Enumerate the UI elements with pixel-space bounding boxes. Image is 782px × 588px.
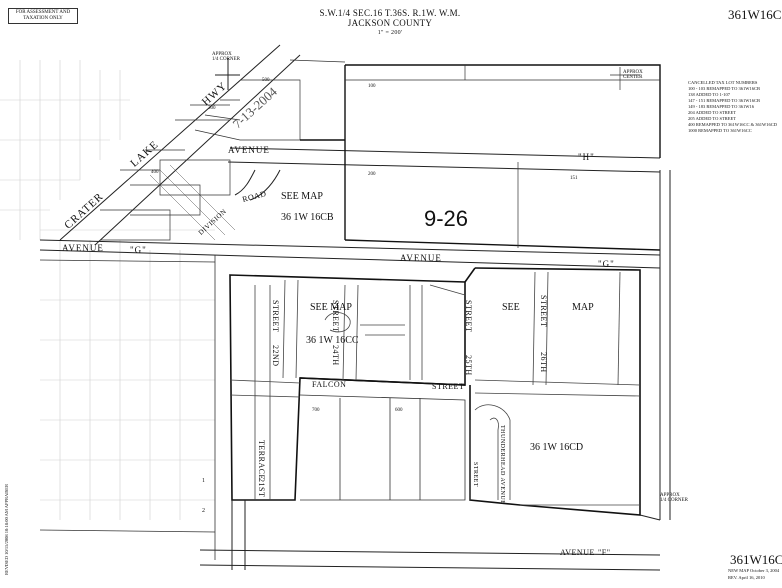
section-line: S.W.1/4 SEC.16 T.36S. R.1W. W.M. [319, 8, 461, 18]
parcel-100: 100 [368, 84, 376, 89]
label-falcon: FALCON [312, 380, 347, 389]
see-map-label-1: SEE MAP [281, 191, 323, 202]
legend-line: 147 - 151 REMAPPED TO 361W16CB [688, 98, 760, 103]
label-street-falcon: STREET [432, 382, 465, 391]
new-map-date: NEW MAP October 3, 2004 [728, 568, 780, 573]
revision-note-vertical: REVISED 10/15/2008 10:18:00 AM APPRAISER [4, 483, 9, 575]
big-map-number: 9-26 [424, 206, 469, 231]
assessment-disclaimer: FOR ASSESSMENT AND TAXATION ONLY [8, 8, 78, 24]
label-h: "H" [578, 152, 595, 162]
label-thunderhead: THUNDERHEAD AVENUE [499, 425, 505, 505]
label-26th-street: STREET [539, 295, 548, 328]
label-25th: 25TH [464, 355, 473, 376]
label-26th: 26TH [539, 352, 548, 373]
parcel-700: 700 [312, 408, 320, 413]
label-terrace: TERRACE [257, 440, 266, 480]
label-g-mid: "G" [598, 259, 615, 269]
label-avenue-g-left: AVENUE [62, 243, 104, 253]
corner-label: 1/4 CORNER [212, 57, 240, 62]
legend-line: 204 ADDED TO STREET [688, 110, 736, 115]
label-avenue-g-mid: AVENUE [400, 253, 442, 263]
label-25th-street-south: STREET [472, 462, 478, 487]
parcel-600: 600 [395, 408, 403, 413]
parcel-200: 200 [368, 172, 376, 177]
legend-line: 205 ADDED TO STREET [688, 116, 736, 121]
parcel-151: 151 [570, 176, 578, 181]
label-g-left: "G" [130, 245, 147, 255]
county-line: JACKSON COUNTY [347, 18, 433, 28]
approx-label: APPROX [212, 52, 232, 57]
parcel-1: 1 [202, 478, 205, 484]
map-title: S.W.1/4 SEC.16 T.36S. R.1W. W.M. JACKSON… [290, 8, 490, 38]
label-25th-street: STREET [464, 300, 473, 333]
label-f: "F" [598, 548, 611, 557]
parcel-2: 2 [202, 508, 205, 514]
map-label-3: MAP [572, 302, 594, 313]
legend-line: 138 ADDED TO 1-107 [688, 92, 730, 97]
approx-label: APPROX [660, 493, 680, 498]
map-number-top: 361W16C [728, 7, 782, 22]
map-ref-16cc: 36 1W 16CC [306, 335, 359, 346]
legend-line: 149 - 183 REMAPPED TO 361W16 [688, 104, 754, 109]
map-number-bottom: 361W16C [730, 552, 782, 567]
center-corner-label: APPROX CENTER [623, 70, 643, 80]
parcel-500: 500 [262, 78, 270, 83]
scale-line: 1" = 200' [377, 30, 403, 36]
approx-label: APPROX [623, 70, 643, 75]
corner-label: 1/4 CORNER [660, 498, 688, 503]
cancelled-lots-legend: CANCELLED TAX LOT NUMBERS 100 - 103 REMA… [688, 80, 777, 134]
label-22nd-street: STREET [271, 300, 280, 333]
legend-line: 400 REMAPPED TO 361W16CC & 361W16CD [688, 122, 777, 127]
quarter-corner-label: APPROX 1/4 CORNER [212, 52, 240, 62]
parcel-300: 300 [208, 106, 216, 111]
legend-line: 100 - 103 REMAPPED TO 361W16CB [688, 86, 760, 91]
parcel-400: 400 [151, 170, 159, 175]
map-ref-16cb: 36 1W 16CB [281, 212, 334, 223]
label-avenue-f: AVENUE [560, 548, 595, 557]
center-label: CENTER [623, 75, 643, 80]
map-ref-16cd: 36 1W 16CD [530, 442, 584, 453]
revision-date: REV. April 16, 2010 [728, 575, 765, 580]
label-21st: 21ST [257, 478, 266, 498]
south-corner-label: APPROX 1/4 CORNER [660, 493, 688, 503]
legend-title: CANCELLED TAX LOT NUMBERS [688, 80, 758, 85]
label-24th: 24TH [331, 345, 340, 366]
see-label-3: SEE [502, 302, 520, 313]
legend-line: 1000 REMAPPED TO 361W16CC [688, 128, 752, 133]
label-22nd: 22ND [271, 345, 280, 367]
see-map-label-2: SEE MAP [310, 302, 352, 313]
label-avenue-h: AVENUE [228, 145, 270, 155]
